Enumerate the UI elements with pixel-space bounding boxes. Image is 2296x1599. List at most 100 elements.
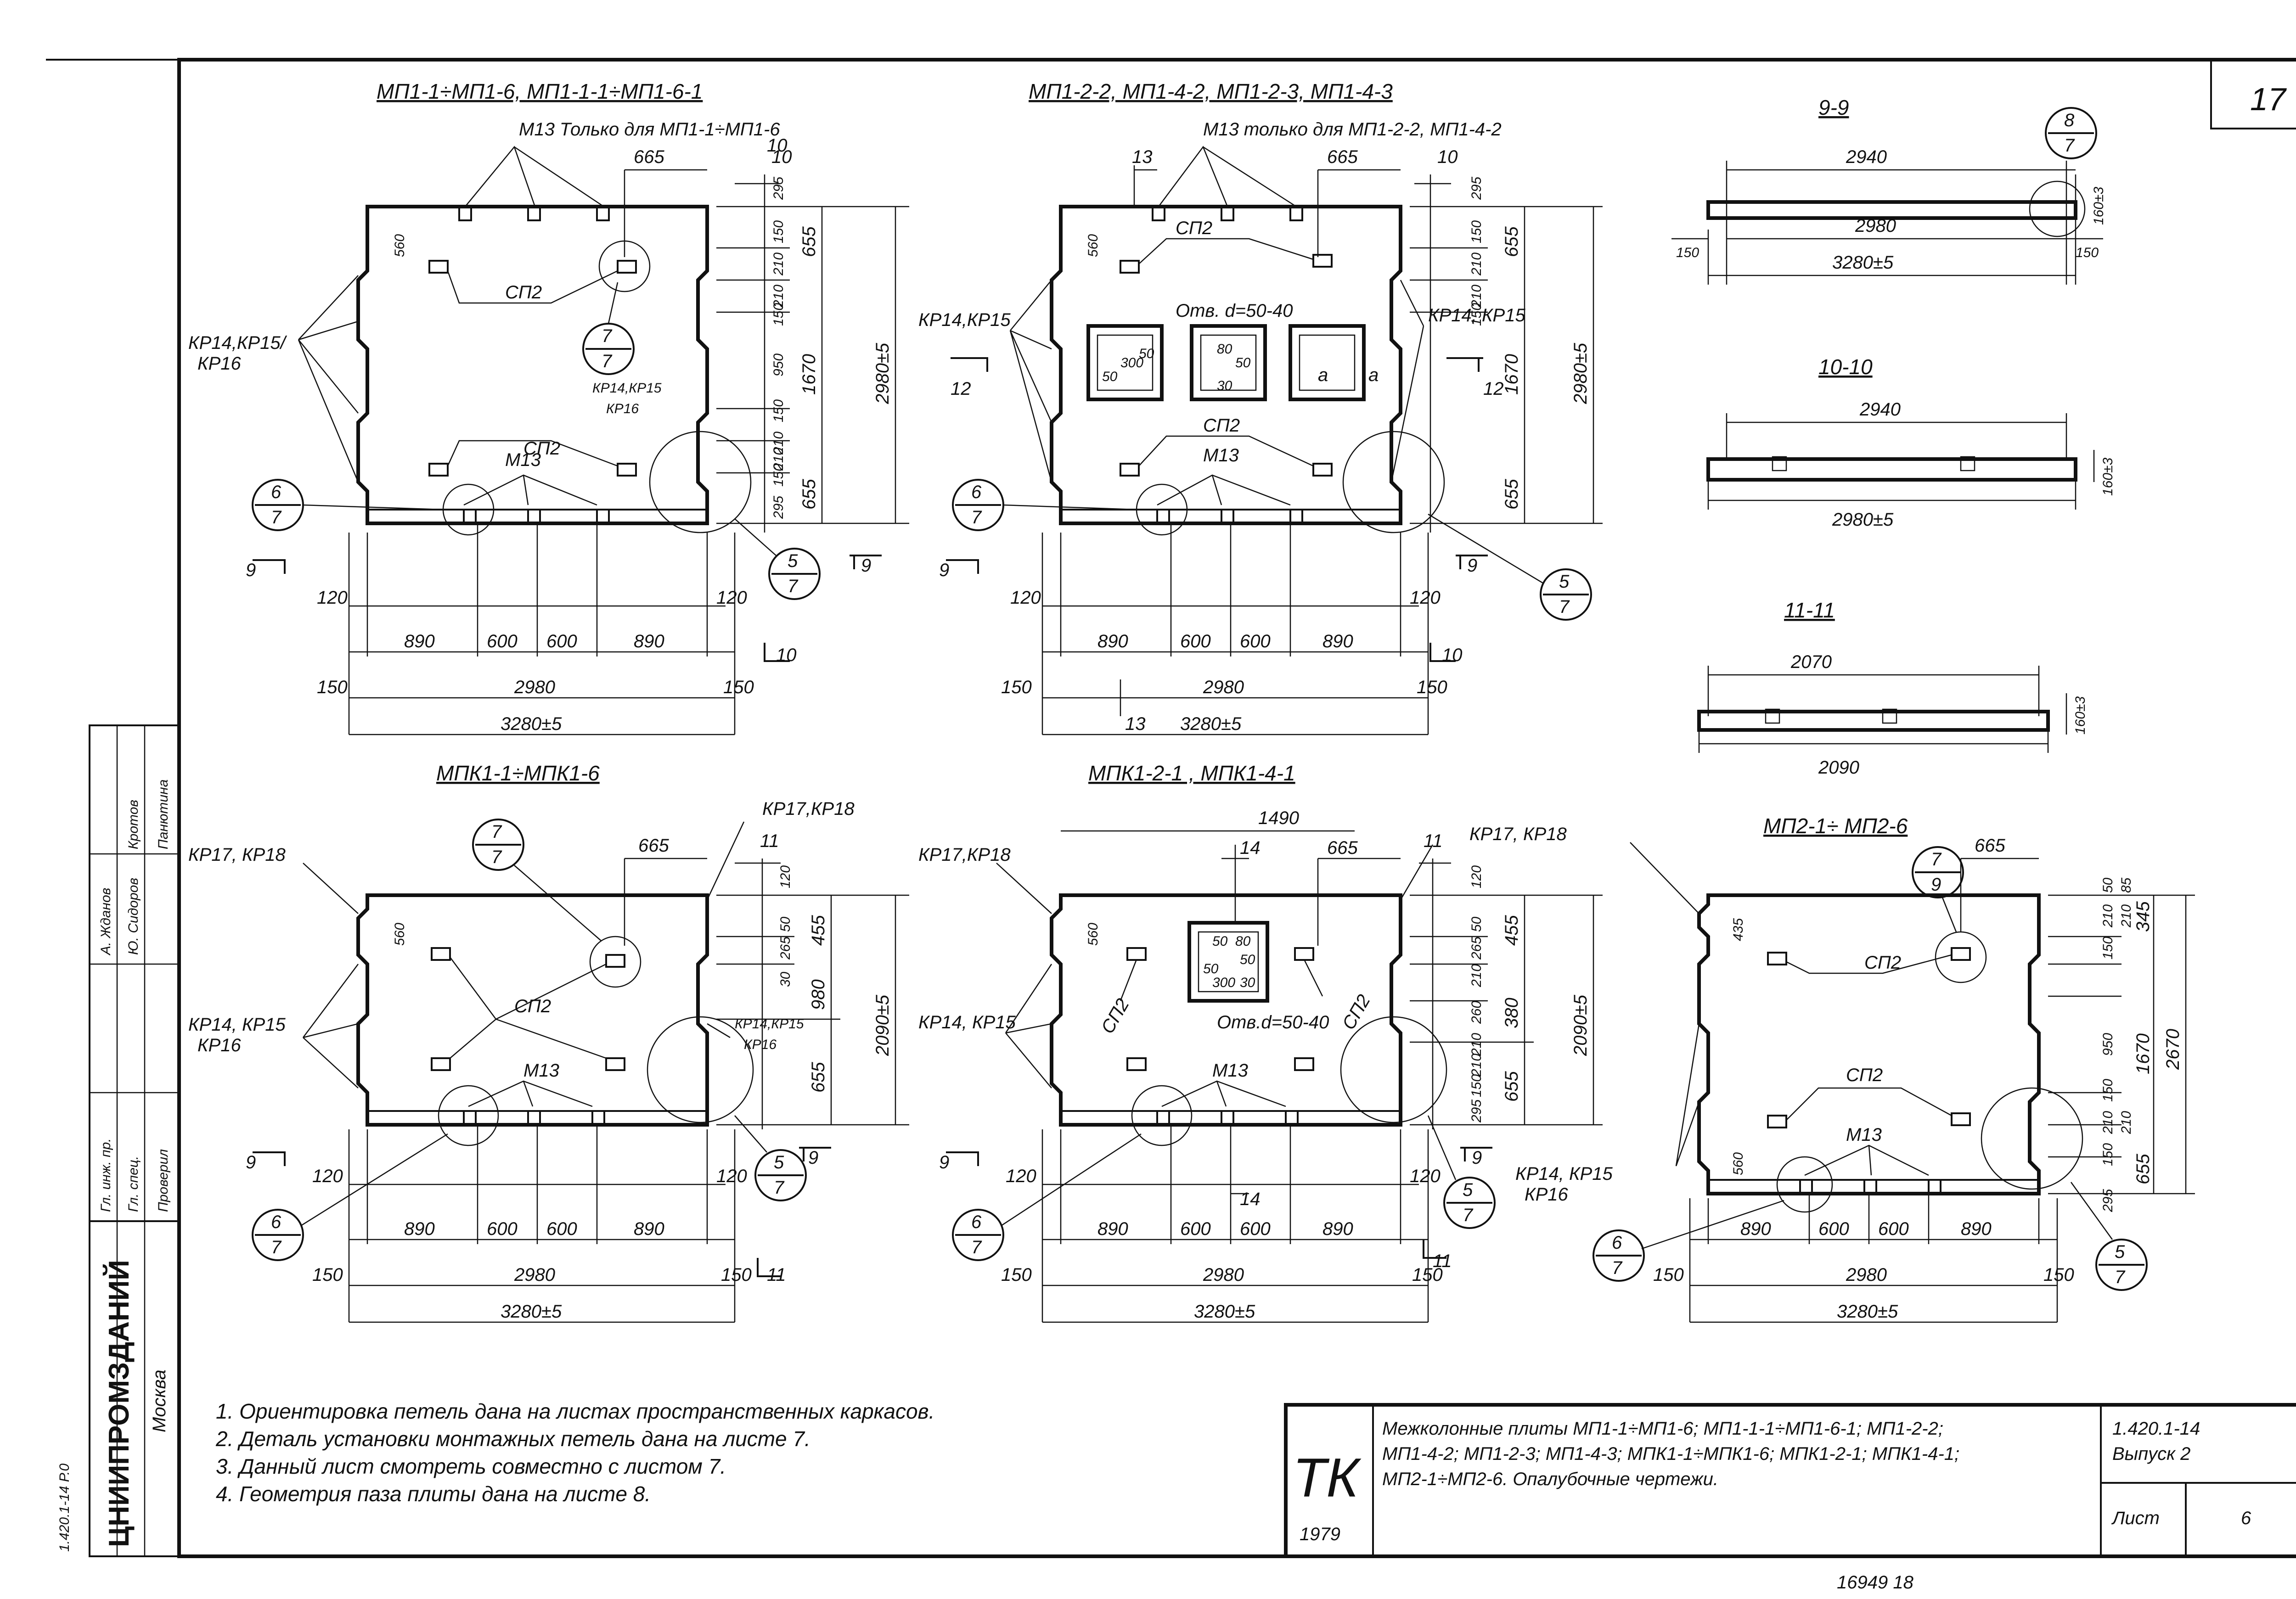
stamp-frame bbox=[1284, 1403, 2296, 1558]
dim: 11 bbox=[760, 831, 779, 851]
dim: 655 bbox=[1502, 226, 1522, 257]
dim: 2980 bbox=[1855, 216, 1896, 236]
detail-circle bbox=[1776, 1156, 1833, 1213]
label-kr: КР14, КР15 bbox=[918, 1012, 1016, 1032]
hole-dim: 30 bbox=[1240, 975, 1255, 990]
dim-lines bbox=[348, 1125, 736, 1323]
callout-leader bbox=[303, 504, 444, 511]
callout-den: 7 bbox=[1463, 1205, 1474, 1225]
section-title: 11-11 bbox=[1784, 598, 1835, 622]
dim: 120 bbox=[1006, 1166, 1036, 1186]
dim: 890 bbox=[1097, 631, 1128, 651]
dim: 2980 bbox=[1203, 677, 1244, 697]
callout-num: 5 bbox=[788, 551, 798, 571]
dim: 600 bbox=[1180, 631, 1211, 651]
dim: 655 bbox=[799, 479, 819, 510]
dim: 120 bbox=[317, 588, 348, 608]
dim: 265 bbox=[1469, 937, 1484, 960]
m13-mark bbox=[1928, 1179, 1941, 1195]
dim: 665 bbox=[638, 836, 669, 856]
notes-block: 1. Ориентировка петель дана на листах пр… bbox=[215, 1399, 934, 1506]
dim: 160±3 bbox=[2100, 457, 2116, 496]
section-profile bbox=[1706, 200, 2077, 220]
label-hole: Отв.d=50-40 bbox=[1217, 1012, 1329, 1032]
dim: 1670 bbox=[2133, 1033, 2153, 1074]
dim: 890 bbox=[1961, 1219, 1992, 1239]
sheet-number-box bbox=[2210, 59, 2296, 129]
dim-lines bbox=[348, 523, 736, 735]
callout-leader bbox=[1001, 1133, 1142, 1227]
dim: 210 bbox=[2119, 1111, 2134, 1134]
detail-callout bbox=[2095, 1239, 2148, 1291]
side-role: Проверил bbox=[156, 1149, 171, 1212]
callout-den: 7 bbox=[971, 507, 982, 527]
dim: 2980±5 bbox=[1570, 342, 1591, 404]
dim: 3280±5 bbox=[1180, 714, 1242, 734]
loop-mark bbox=[617, 260, 637, 274]
dim: 150 bbox=[723, 677, 754, 697]
label-kr: КР17, КР18 bbox=[1469, 824, 1567, 844]
dim: 210 bbox=[1469, 285, 1484, 308]
dim: 210 bbox=[1469, 964, 1484, 987]
dim: 890 bbox=[404, 1219, 435, 1239]
label-kr: КР17,КР18 bbox=[918, 845, 1011, 865]
callout-num: 6 bbox=[1612, 1233, 1622, 1253]
m13-mark bbox=[1152, 206, 1165, 221]
detail-callout bbox=[472, 819, 524, 871]
dim: 11 bbox=[1424, 831, 1443, 851]
section-9-9: 9-9 2940 2980 3280±5 150 150 160±3 8 7 bbox=[1671, 95, 2106, 285]
dim: 210 bbox=[771, 285, 786, 308]
detail-circle bbox=[647, 1016, 754, 1123]
section-mark: 9 bbox=[939, 1152, 949, 1173]
dim: 2980±5 bbox=[872, 342, 893, 404]
side-name: А. Жданов bbox=[98, 888, 113, 956]
slab-outline bbox=[1697, 893, 2041, 1195]
detail-circle bbox=[1342, 431, 1445, 533]
label-sp2: СП2 bbox=[523, 438, 560, 459]
bottom-number: 16949 18 bbox=[1837, 1572, 1914, 1593]
hole-dim: 50 bbox=[1139, 346, 1154, 361]
label-sp2: СП2 bbox=[1864, 953, 1901, 973]
dim: 13 bbox=[1132, 147, 1153, 167]
callout-num: 5 bbox=[1559, 572, 1570, 592]
dim: 600 bbox=[487, 1219, 518, 1239]
dim: 150 bbox=[771, 464, 786, 487]
dim: 665 bbox=[634, 147, 664, 167]
callout-leader bbox=[300, 1133, 448, 1227]
callout-num: 6 bbox=[271, 482, 281, 502]
hole-dim: 50 bbox=[1240, 952, 1255, 967]
dim: 655 bbox=[1502, 479, 1522, 510]
dim: 950 bbox=[2100, 1033, 2116, 1056]
hole-dim: 300 bbox=[1120, 355, 1143, 370]
section-profile bbox=[1706, 457, 2077, 482]
dim: 150 bbox=[2043, 1265, 2074, 1285]
dim: 50 bbox=[1469, 916, 1484, 932]
leader-lines bbox=[1009, 146, 1424, 506]
dim: 210 bbox=[2100, 1111, 2116, 1134]
detail-callout bbox=[1540, 568, 1592, 621]
dim: 14 bbox=[1240, 1189, 1261, 1209]
detail-callout bbox=[252, 1209, 304, 1261]
detail-circle bbox=[1131, 1085, 1193, 1146]
dim: 120 bbox=[1469, 865, 1484, 888]
dim: 14 bbox=[1240, 838, 1261, 858]
m13-mark bbox=[527, 509, 541, 524]
label-kr: КР17, КР18 bbox=[188, 845, 286, 865]
section-mark: 9 bbox=[246, 1152, 256, 1173]
hole-opening bbox=[1187, 921, 1269, 1003]
label-kr: КР14, КР15 bbox=[1428, 305, 1525, 325]
dim: 120 bbox=[716, 588, 747, 608]
dim-lines bbox=[624, 169, 781, 533]
loop-mark bbox=[1960, 456, 1975, 471]
dim: 10 bbox=[1437, 147, 1458, 167]
label-kr: КР14, КР15 bbox=[188, 1015, 286, 1035]
dim: 210 bbox=[771, 448, 786, 471]
loop-mark bbox=[1294, 947, 1314, 961]
callout-leader bbox=[734, 1115, 767, 1153]
dim: 210 bbox=[771, 252, 786, 276]
label-kr: КР17,КР18 bbox=[762, 799, 855, 819]
section-mark: 9 bbox=[939, 560, 949, 580]
dim: 600 bbox=[1240, 1219, 1271, 1239]
detail-callout bbox=[768, 548, 821, 600]
dim-lines bbox=[1410, 206, 1603, 524]
